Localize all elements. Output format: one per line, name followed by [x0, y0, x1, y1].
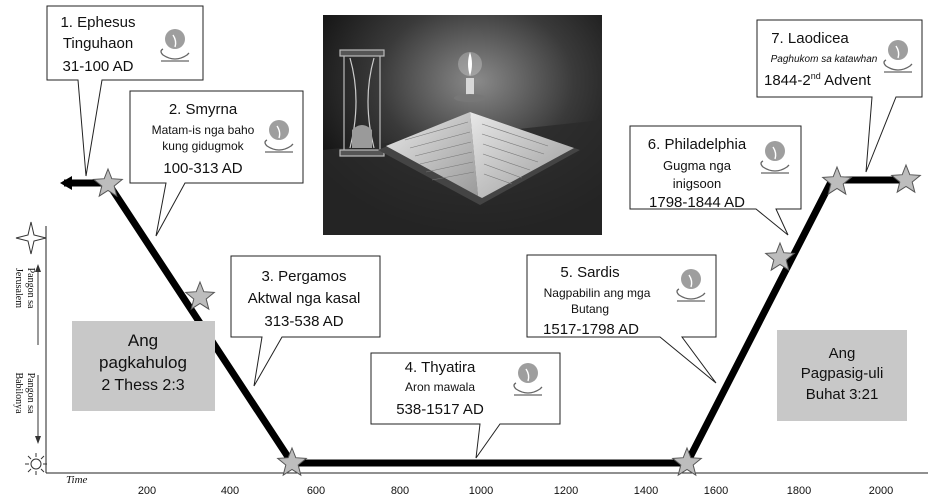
- callout-laodicea: 7. Laodicea Paghukom sa katawhan 1844-2n…: [756, 19, 923, 173]
- church-title: 2. Smyrna: [169, 101, 238, 118]
- tick-label: 1200: [554, 485, 578, 497]
- oil-lamp-icon: [760, 141, 790, 174]
- vertical-labels: Pangon sa Jerusalem Pangon sa Babilonya: [13, 221, 47, 475]
- church-dates: 31-100 AD: [63, 58, 134, 75]
- church-subtitle: Paghukom sa katawhan: [771, 54, 878, 65]
- church-subtitle: inigsoon: [673, 176, 721, 191]
- lamps: [160, 29, 913, 396]
- side-box-line: pagkahulog: [99, 353, 187, 372]
- four-point-star-icon: [15, 221, 47, 255]
- church-subtitle: Matam-is nga baho: [152, 123, 255, 137]
- star-icon: [821, 165, 853, 196]
- church-title: 3. Pergamos: [261, 268, 346, 285]
- tick-label: 200: [138, 485, 156, 497]
- church-dates: 1798-1844 AD: [649, 194, 745, 211]
- church-title: 1. Ephesus: [60, 14, 135, 31]
- church-subtitle: Butang: [571, 302, 609, 316]
- vertical-label-jerusalem-line2: Jerusalem: [13, 268, 24, 308]
- church-subtitle: Nagpabilin ang mga: [544, 286, 651, 300]
- side-box-line: Ang: [829, 345, 856, 362]
- left-arrow-icon: [60, 176, 72, 190]
- callout-sardis: 5. Sardis Nagpabilin ang mga Butang 1517…: [526, 254, 717, 384]
- church-dates: 313-538 AD: [264, 313, 343, 330]
- church-title: 7. Laodicea: [771, 30, 849, 47]
- side-box-line: Pagpasig-uli: [801, 365, 884, 382]
- tick-label: 1600: [704, 485, 728, 497]
- callout-smyrna: 2. Smyrna Matam-is nga baho kung gidugmo…: [129, 90, 304, 237]
- tick-label: 400: [221, 485, 239, 497]
- church-title: 6. Philadelphia: [648, 136, 747, 153]
- church-subtitle: Aktwal nga kasal: [248, 290, 361, 307]
- tick-label: 600: [307, 485, 325, 497]
- sun-icon: [25, 453, 47, 475]
- time-axis: Time 200 400 600 800 1000 1200 1400 1600…: [45, 226, 928, 497]
- star-icon: [184, 280, 216, 311]
- side-box-line: 2 Thess 2:3: [101, 377, 184, 394]
- side-box-fall: Ang pagkahulog 2 Thess 2:3: [72, 321, 215, 411]
- callout-thyatira: 4. Thyatira Aron mawala 538-1517 AD: [370, 352, 561, 459]
- callout-ephesus: 1. Ephesus Tinguhaon 31-100 AD: [46, 5, 204, 177]
- side-box-line: Buhat 3:21: [806, 386, 879, 403]
- star-icon: [671, 446, 703, 477]
- vertical-label-jerusalem-line1: Pangon sa: [25, 268, 36, 309]
- side-box-restoration: Ang Pagpasig-uli Buhat 3:21: [777, 330, 907, 421]
- church-subtitle: Aron mawala: [405, 380, 475, 394]
- star-icon: [764, 241, 796, 272]
- tick-label: 1400: [634, 485, 658, 497]
- side-box-line: Ang: [128, 331, 158, 350]
- church-subtitle: Gugma nga: [663, 158, 732, 173]
- tick-label: 2000: [869, 485, 893, 497]
- star-icon: [890, 163, 922, 194]
- book-hourglass-candle-photo: [323, 15, 602, 235]
- church-dates: 1517-1798 AD: [543, 321, 639, 338]
- callout-philadelphia: 6. Philadelphia Gugma nga inigsoon 1798-…: [629, 125, 802, 236]
- oil-lamp-icon: [883, 40, 913, 73]
- church-dates: 538-1517 AD: [396, 401, 484, 418]
- milestone-stars: [92, 163, 922, 477]
- star-icon: [276, 446, 308, 477]
- vertical-label-babilonya-line2: Babilonya: [13, 372, 24, 414]
- church-subtitle: Tinguhaon: [63, 35, 133, 52]
- star-icon: [92, 167, 124, 198]
- callout-pergamos: 3. Pergamos Aktwal nga kasal 313-538 AD: [230, 255, 381, 387]
- vertical-label-babilonya-line1: Pangon sa: [25, 373, 36, 414]
- oil-lamp-icon: [513, 363, 543, 396]
- oil-lamp-icon: [676, 269, 706, 302]
- church-title: 4. Thyatira: [405, 359, 476, 376]
- tick-label: 1800: [787, 485, 811, 497]
- oil-lamp-icon: [160, 29, 190, 62]
- church-title: 5. Sardis: [560, 264, 619, 281]
- tick-label: 1000: [469, 485, 493, 497]
- church-subtitle: kung gidugmok: [162, 139, 244, 153]
- oil-lamp-icon: [264, 120, 294, 153]
- church-dates: 1844-2nd Advent: [764, 71, 872, 89]
- tick-label: 800: [391, 485, 409, 497]
- church-dates: 100-313 AD: [163, 160, 242, 177]
- time-axis-label: Time: [66, 474, 88, 486]
- callouts: 1. Ephesus Tinguhaon 31-100 AD 2. Smyrna…: [46, 5, 923, 459]
